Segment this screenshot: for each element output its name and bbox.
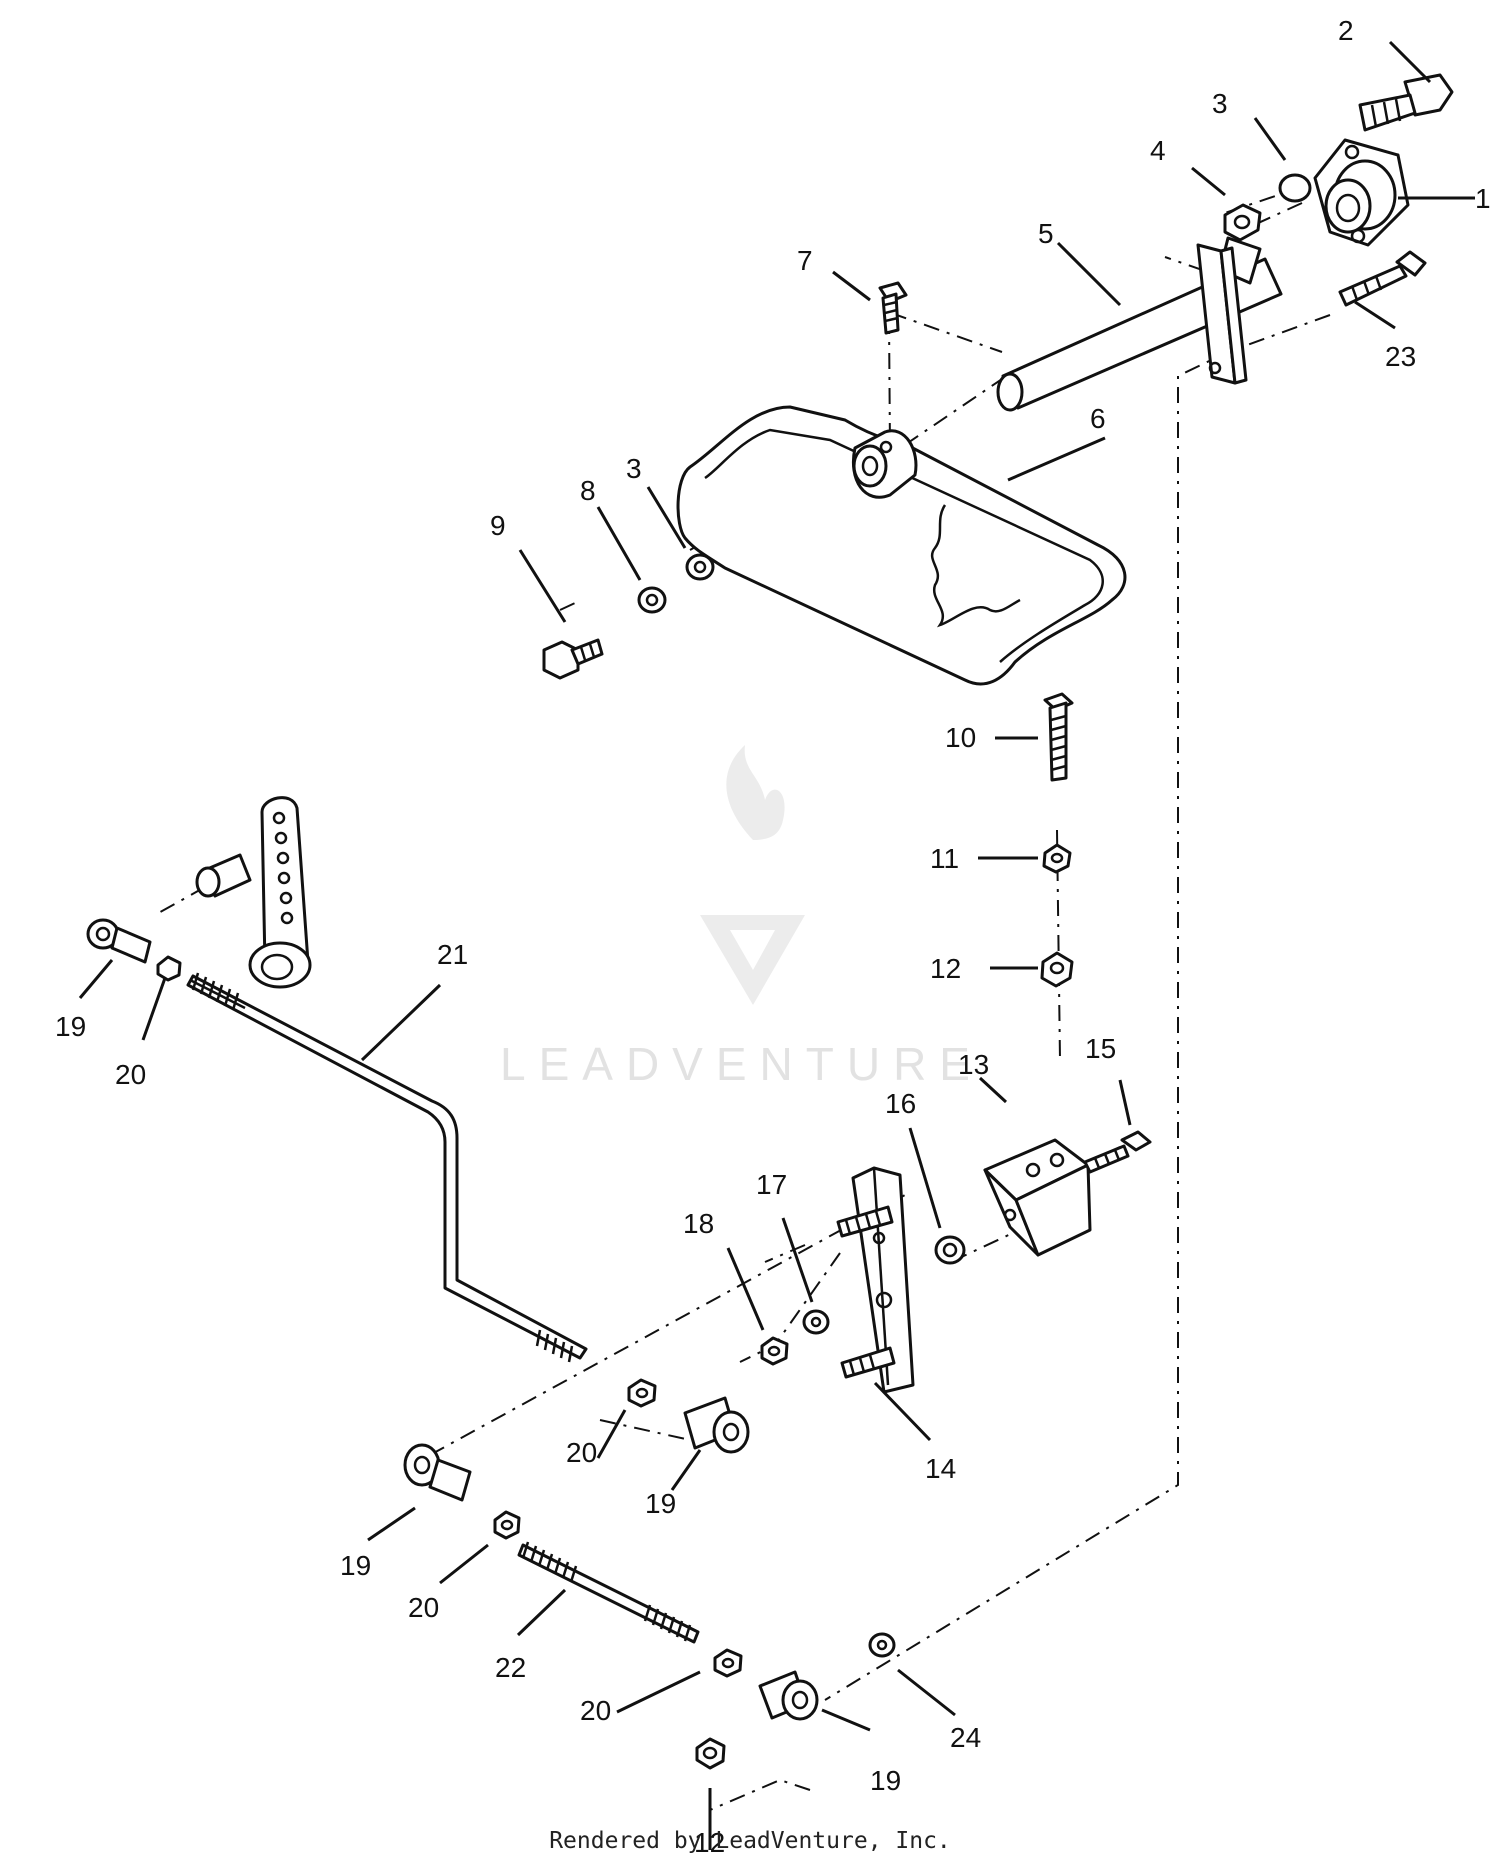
control-rod-21 xyxy=(186,972,588,1363)
callout-6: 6 xyxy=(1090,403,1106,434)
callout-13: 13 xyxy=(958,1049,989,1080)
callout-3-lower: 3 xyxy=(626,453,642,484)
rod-end-19d xyxy=(758,1670,819,1721)
callout-20-lower-left: 20 xyxy=(408,1592,439,1623)
callout-23: 23 xyxy=(1385,341,1416,372)
flat-washer-upper xyxy=(1278,173,1312,203)
washer-17 xyxy=(802,1309,830,1335)
callout-19-lower-right: 19 xyxy=(870,1765,901,1796)
adjusting-rod-22 xyxy=(517,1541,700,1644)
render-credit: Rendered by LeadVenture, Inc. xyxy=(549,1828,951,1854)
spacer-bushing xyxy=(195,853,252,898)
stud-bolt-lower xyxy=(840,1346,896,1379)
callout-5: 5 xyxy=(1038,218,1054,249)
callout-14: 14 xyxy=(925,1453,956,1484)
callout-20-middle: 20 xyxy=(566,1437,597,1468)
hex-bolt-upper xyxy=(1358,73,1454,132)
angle-bracket-13 xyxy=(983,1138,1092,1257)
callout-19-middle: 19 xyxy=(645,1488,676,1519)
hex-nut-11 xyxy=(1042,843,1072,874)
rod-end-19a xyxy=(86,918,152,964)
callout-leaders xyxy=(78,40,1475,1850)
callout-8: 8 xyxy=(580,475,596,506)
callout-16: 16 xyxy=(885,1088,916,1119)
callout-22: 22 xyxy=(495,1652,526,1683)
callout-10: 10 xyxy=(945,722,976,753)
hex-bolt-9 xyxy=(542,638,604,680)
nut-18 xyxy=(760,1336,789,1366)
callout-3-upper: 3 xyxy=(1212,88,1228,119)
callout-17: 17 xyxy=(756,1169,787,1200)
jam-nut-20a xyxy=(156,955,182,982)
jam-nut-20b xyxy=(627,1378,657,1408)
cross-shaft xyxy=(996,236,1283,412)
rod-end-19b xyxy=(683,1396,750,1454)
cap-screw-7 xyxy=(878,281,908,335)
lock-nut-upper xyxy=(1223,203,1262,242)
jam-nut-20d xyxy=(713,1648,743,1678)
lock-nut-12-upper xyxy=(1040,951,1074,988)
stud-bolt-upper xyxy=(836,1205,894,1238)
callout-1: 1 xyxy=(1475,183,1491,214)
carriage-bolt-23 xyxy=(1338,250,1427,307)
callout-9: 9 xyxy=(490,510,506,541)
callout-7: 7 xyxy=(797,245,813,276)
callout-2: 2 xyxy=(1338,15,1354,46)
screw-15 xyxy=(1083,1130,1152,1174)
foot-pedal xyxy=(676,405,1127,686)
leadventure-watermark-logo: LEADVENTURE xyxy=(500,745,983,1090)
watermark-text: LEADVENTURE xyxy=(500,1038,983,1090)
callout-24: 24 xyxy=(950,1722,981,1753)
callout-12-lower: 12 xyxy=(694,1827,725,1858)
flange-nut-16 xyxy=(934,1235,966,1265)
callout-19-lower-left: 19 xyxy=(340,1550,371,1581)
callout-12-upper: 12 xyxy=(930,953,961,984)
jam-nut-20c xyxy=(493,1510,521,1540)
flat-washer-3 xyxy=(685,553,715,581)
lock-nut-12-lower xyxy=(695,1737,726,1770)
callout-21: 21 xyxy=(437,939,468,970)
callout-20-lower: 20 xyxy=(580,1695,611,1726)
callout-18: 18 xyxy=(683,1208,714,1239)
rod-end-19c xyxy=(403,1443,472,1502)
callout-15: 15 xyxy=(1085,1033,1116,1064)
callout-4: 4 xyxy=(1150,135,1166,166)
washer-24 xyxy=(868,1632,896,1658)
lock-washer-8 xyxy=(637,586,667,614)
hex-bolt-10 xyxy=(1043,692,1074,782)
callout-19-left: 19 xyxy=(55,1011,86,1042)
pivot-arm xyxy=(248,796,312,989)
flange-bearing xyxy=(1313,138,1410,247)
callout-11: 11 xyxy=(930,843,959,874)
callout-20-left: 20 xyxy=(115,1059,146,1090)
callout-numbers: 2 3 4 1 5 7 23 6 3 8 9 10 11 12 21 19 20… xyxy=(55,15,1491,1858)
